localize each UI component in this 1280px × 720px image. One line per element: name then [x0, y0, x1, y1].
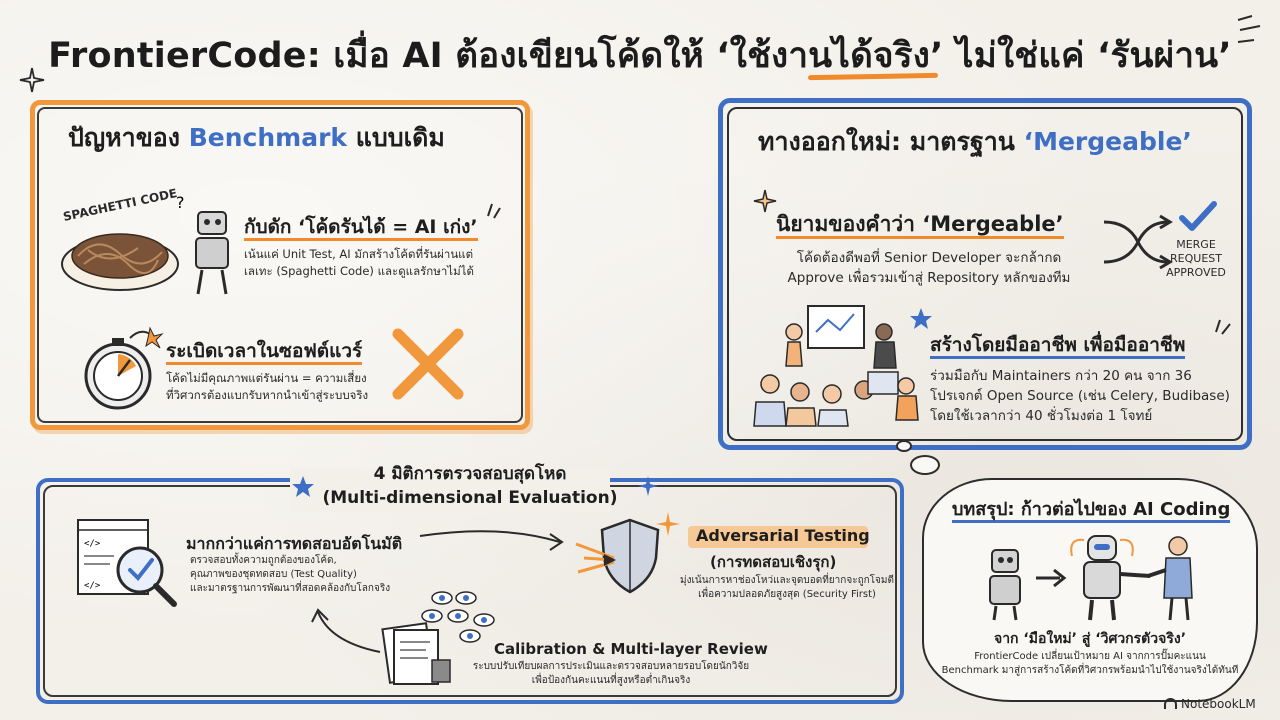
solution2-line3: โดยใช้เวลากว่า 40 ชั่วโมงต่อ 1 โจทย์: [930, 408, 1153, 424]
problem1-description: เน้นแค่ Unit Test, AI มักสร้างโค้ดที่รัน…: [244, 246, 524, 280]
eval1-line1: ตรวจสอบทั้งความถูกต้องของโค้ด,: [190, 555, 337, 566]
merge-badge-line3: APPROVED: [1166, 266, 1226, 279]
solution2-description: ร่วมมือกับ Maintainers กว่า 20 คน จาก 36…: [930, 366, 1240, 426]
team-meeting-illustration: [753, 305, 919, 427]
eval1-title: มากกว่าแค่การทดสอบอัตโนมัติ: [186, 534, 403, 553]
solution-heading-highlight: ‘Mergeable’: [1023, 127, 1192, 156]
robot-evolution-illustration: [989, 535, 1193, 621]
evaluation-heading-backdrop: [290, 468, 610, 512]
eval2-title: Adversarial Testing: [696, 526, 870, 545]
problem2-line1: โค้ดไม่มีคุณภาพแต่รันผ่าน = ความเสี่ยง: [166, 371, 367, 385]
svg-text:?: ?: [176, 194, 185, 212]
solution1-line1: โค้ดต้องดีพอที่ Senior Developer จะกล้าก…: [796, 250, 1062, 266]
conclusion-heading-text: บทสรุป: ก้าวต่อไปของ AI Coding: [952, 499, 1231, 523]
svg-text:</>: </>: [84, 539, 101, 549]
cross-mark-icon: [392, 328, 464, 400]
adversarial-highlight: [688, 526, 868, 548]
eval3-line1: ระบบปรับเทียบผลการประเมินและตรวจสอบหลายร…: [472, 661, 750, 672]
problem1-title-text: กับดัก ‘โค้ดรันได้ = AI เก่ง’: [244, 216, 478, 241]
problems-heading: ปัญหาของ Benchmark แบบเดิม: [68, 118, 445, 158]
notebooklm-mark-icon: [1164, 698, 1177, 709]
problem2-line2: ที่วิศวกรต้องแบกรับหากนำเข้าสู่ระบบจริง: [166, 388, 369, 402]
solution2-line1: ร่วมมือกับ Maintainers กว่า 20 คน จาก 36: [930, 368, 1192, 384]
time-bomb-stopwatch-icon: [84, 326, 164, 410]
eval3-title: Calibration & Multi-layer Review: [494, 640, 768, 658]
conclusion-line1: FrontierCode เปลี่ยนเป้าหมาย AI จากการปั…: [974, 651, 1206, 662]
eval3-description: ระบบปรับเทียบผลการประเมินและตรวจสอบหลายร…: [446, 660, 776, 688]
merge-badge-line2: REQUEST: [1170, 252, 1222, 265]
problem2-title: ระเบิดเวลาในซอฟต์แวร์: [166, 336, 363, 366]
thought-bubble-dot: [910, 455, 940, 475]
notebooklm-logo: NotebookLM: [1164, 697, 1256, 711]
solution2-title-text: สร้างโดยมืออาชีพ เพื่อมืออาชีพ: [930, 334, 1186, 359]
solution2-title: สร้างโดยมืออาชีพ เพื่อมืออาชีพ: [930, 330, 1186, 360]
title-highlight: ‘ใช้งานได้จริง’: [716, 36, 944, 76]
eval2-line1: มุ่งเน้นการหาช่องโหว่และจุดบอดที่ยากจะถู…: [680, 575, 894, 586]
sparkle-icon: [19, 67, 45, 93]
problem1-line1: เน้นแค่ Unit Test, AI มักสร้างโค้ดที่รัน…: [244, 247, 474, 261]
solution2-line2: โปรเจกต์ Open Source (เช่น Celery, Budib…: [930, 388, 1230, 404]
star-blue-icon: [910, 308, 932, 329]
shield-attack-icon: [575, 518, 660, 594]
solution-heading-prefix: ทางออกใหม่: มาตรฐาน: [758, 127, 1015, 156]
evaluation-heading-line2: (Multi-dimensional Evaluation): [322, 488, 618, 508]
check-mark-icon: [1179, 201, 1217, 231]
code-magnifier-icon: </> </>: [77, 519, 177, 607]
eval2-description: มุ่งเน้นการหาช่องโหว่และจุดบอดที่ยากจะถู…: [672, 574, 902, 602]
problem1-line2: เลเทะ (Spaghetti Code) และดูแลรักษาไม่ได…: [244, 264, 474, 278]
sparkle-lines-icon: [1237, 15, 1261, 43]
problem2-title-text: ระเบิดเวลาในซอฟต์แวร์: [166, 340, 363, 365]
documents-review-eyes-icon: [381, 591, 495, 685]
star-blue-icon: [292, 476, 314, 497]
problems-heading-highlight: Benchmark: [188, 123, 348, 152]
merge-arrows-icon: [1103, 214, 1173, 270]
problem2-description: โค้ดไม่มีคุณภาพแต่รันผ่าน = ความเสี่ยง ท…: [166, 370, 406, 404]
eval1-line2: คุณภาพของชุดทดสอบ (Test Quality): [190, 569, 357, 580]
title-suffix: ไม่ใช่แค่ ‘รันผ่าน’: [955, 36, 1232, 76]
evaluation-heading-line1: 4 มิติการตรวจสอบสุดโหด: [373, 464, 567, 484]
page-title: FrontierCode: เมื่อ AI ต้องเขียนโค้ดให้ …: [0, 28, 1280, 83]
thought-bubble-dot: [896, 440, 912, 452]
merge-badge-line1: MERGE: [1176, 238, 1216, 251]
eval2-line2: เพื่อความปลอดภัยสูงสุด (Security First): [698, 589, 876, 600]
solution-heading: ทางออกใหม่: มาตรฐาน ‘Mergeable’: [758, 122, 1192, 162]
problems-heading-suffix: แบบเดิม: [355, 123, 445, 152]
solution-panel: [718, 98, 1252, 450]
conclusion-heading: บทสรุป: ก้าวต่อไปของ AI Coding: [952, 494, 1231, 523]
solution-panel-border: [727, 107, 1243, 441]
problems-heading-prefix: ปัญหาของ: [68, 123, 180, 152]
merge-approved-badge: MERGE REQUEST APPROVED: [1160, 238, 1232, 280]
footer-brand-text: NotebookLM: [1181, 697, 1256, 711]
emphasis-lines-icon: [1215, 319, 1231, 335]
title-prefix: FrontierCode: เมื่อ AI ต้องเขียนโค้ดให้: [48, 36, 704, 76]
solution1-title-text: นิยามของคำว่า ‘Mergeable’: [776, 212, 1064, 239]
solution1-line2: Approve เพื่อรวมเข้าสู่ Repository หลักข…: [787, 270, 1071, 286]
problem1-title: กับดัก ‘โค้ดรันได้ = AI เก่ง’: [244, 212, 478, 242]
emphasis-lines-icon: [487, 203, 501, 219]
conclusion-description: FrontierCode เปลี่ยนเป้าหมาย AI จากการปั…: [920, 650, 1260, 678]
problems-panel: [30, 100, 530, 430]
sparkle-icon: [638, 476, 658, 496]
sparkle-orange-icon: [753, 189, 777, 213]
svg-text:</>: </>: [84, 581, 101, 591]
eval2-subtitle: (การทดสอบเชิงรุก): [710, 553, 837, 571]
eval3-line2: เพื่อป้องกันคะแนนที่สูงหรือต่ำเกินจริง: [531, 675, 691, 686]
conclusion-tagline: จาก ‘มือใหม่’ สู่ ‘วิศวกรตัวจริง’: [993, 631, 1187, 647]
eval1-description: ตรวจสอบทั้งความถูกต้องของโค้ด, คุณภาพของ…: [190, 554, 430, 596]
evaluation-heading: 4 มิติการตรวจสอบสุดโหด (Multi-dimensiona…: [300, 462, 640, 510]
problems-panel-border: [37, 107, 523, 423]
spaghetti-robot-illustration: ?: [61, 194, 229, 295]
spark-icon: [656, 512, 680, 536]
solution1-description: โค้ดต้องดีพอที่ Senior Developer จะกล้าก…: [764, 248, 1094, 288]
eval1-line3: และมาตรฐานการพัฒนาที่สอดคล้องกับโลกจริง: [190, 583, 391, 594]
conclusion-line2: Benchmark มาสู่การสร้างโค้ดที่วิศวกรพร้อ…: [941, 665, 1239, 676]
solution1-title: นิยามของคำว่า ‘Mergeable’: [776, 208, 1064, 241]
cycle-arrows: [311, 530, 564, 653]
